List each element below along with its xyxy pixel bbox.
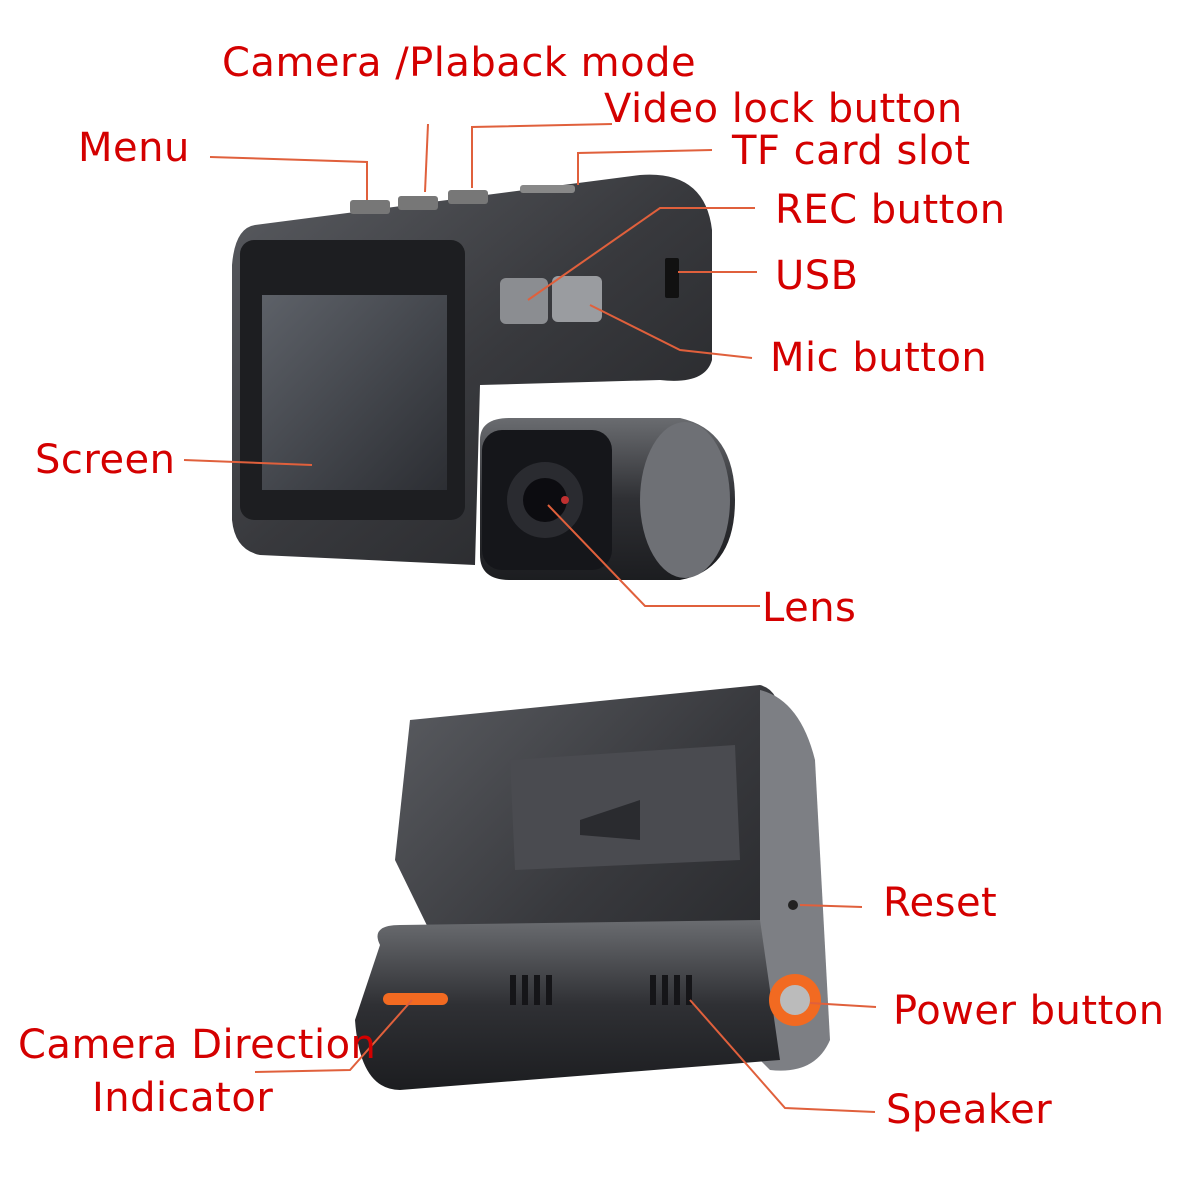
label-tf-card-slot: TF card slot bbox=[732, 128, 971, 174]
label-video-lock-button: Video lock button bbox=[604, 86, 963, 132]
front-camera-view bbox=[232, 174, 735, 580]
usb-port bbox=[665, 258, 679, 298]
mic-button bbox=[552, 276, 602, 322]
label-indicator: Indicator bbox=[92, 1075, 274, 1121]
screen bbox=[262, 295, 447, 490]
camera-direction-indicator bbox=[383, 993, 448, 1005]
rear-barrel bbox=[355, 920, 780, 1090]
tf-card-slot bbox=[520, 185, 575, 193]
label-camera-direction: Camera Direction bbox=[18, 1022, 377, 1068]
label-screen: Screen bbox=[35, 437, 176, 483]
label-usb: USB bbox=[775, 253, 859, 299]
speaker-grille bbox=[510, 975, 692, 1005]
label-power-button: Power button bbox=[893, 988, 1165, 1034]
reset-hole bbox=[788, 900, 798, 910]
label-rec-button: REC button bbox=[775, 187, 1006, 233]
lens bbox=[523, 478, 567, 522]
label-mic-button: Mic button bbox=[770, 335, 988, 381]
label-reset: Reset bbox=[883, 880, 998, 926]
label-menu: Menu bbox=[78, 125, 190, 171]
mode-button bbox=[398, 196, 438, 210]
rear-camera-view bbox=[355, 685, 830, 1090]
menu-button bbox=[350, 200, 390, 214]
rec-button bbox=[500, 278, 548, 324]
label-lens: Lens bbox=[762, 585, 857, 631]
video-lock-button bbox=[448, 190, 488, 204]
leader-lines bbox=[183, 123, 877, 1113]
label-camera-playback-mode: Camera /Plaback mode bbox=[222, 40, 697, 86]
label-speaker: Speaker bbox=[886, 1087, 1053, 1133]
